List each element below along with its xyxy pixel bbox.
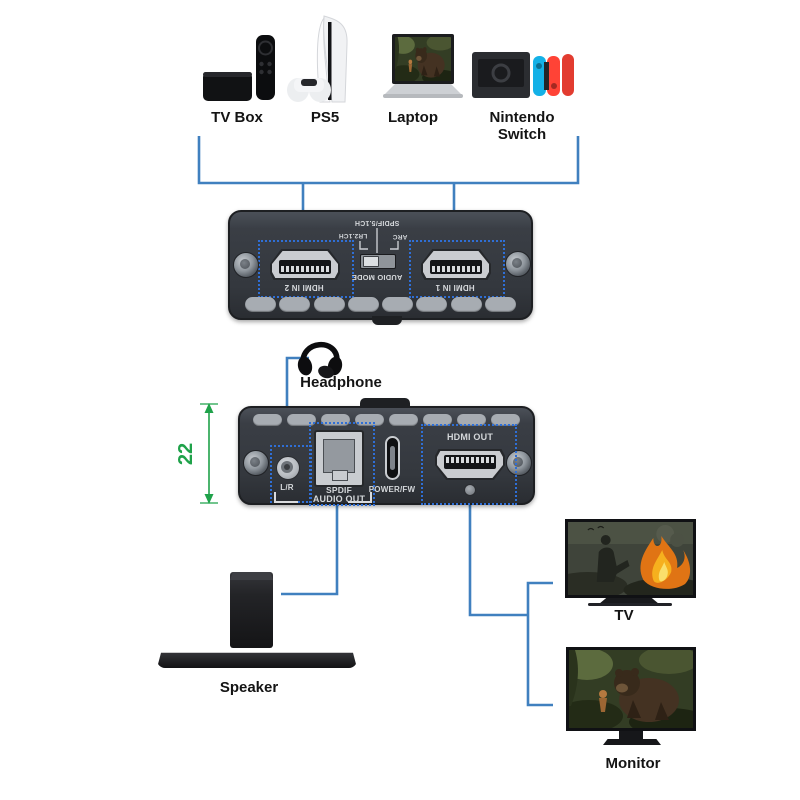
- hdmi-in-2-label: HDMI IN 2: [284, 283, 324, 292]
- spdif-zone: [309, 422, 375, 506]
- vent-slots: [245, 297, 516, 312]
- nintendo-switch-icon: [472, 52, 574, 98]
- tv: [547, 519, 712, 603]
- mode-pointer-lines: [359, 228, 399, 253]
- switch-knob: [363, 256, 379, 267]
- screw-left: [243, 450, 269, 476]
- monitor-label: Monitor: [605, 755, 661, 772]
- spdif-label: SPDIF: [325, 485, 353, 495]
- tv-screen-image: [547, 521, 712, 603]
- tv-box-icon: [203, 35, 275, 101]
- dualsense-controller: [287, 78, 331, 102]
- monitor: [555, 646, 709, 736]
- ps5-icon: [287, 15, 348, 103]
- audio-mode-switch: [360, 254, 396, 269]
- hdmi-out-zone: [421, 424, 517, 505]
- audio-out-bracket-right: [348, 492, 372, 503]
- audio-out-label: AUDIO OUT: [312, 494, 366, 504]
- subwoofer: [230, 572, 273, 648]
- lr-label: L/R: [280, 483, 294, 492]
- switch-front-panel: L/R SPDIF POWER/FW HDMI OUT AUDIO OUT: [238, 398, 535, 506]
- screw-left: [233, 252, 259, 278]
- spdif-port: [314, 430, 364, 487]
- dimension-value: 22: [174, 442, 197, 466]
- audio-out-bracket-left: [274, 492, 298, 503]
- source-label-laptop: Laptop: [388, 109, 438, 126]
- mode-option-spdif: SPDIF/5.1CH: [354, 219, 400, 226]
- case-tab-top: [360, 398, 410, 408]
- hdmi-in-2-port: [270, 249, 340, 280]
- source-label-tvbox: TV Box: [211, 109, 263, 126]
- headphone-icon: [297, 342, 343, 379]
- monitor-stand-base: [603, 739, 661, 745]
- speaker-label: Speaker: [219, 679, 279, 696]
- monitor-screen-image: [555, 646, 709, 736]
- hdmi-in-1-port: [421, 249, 491, 280]
- soundbar: [157, 652, 357, 668]
- source-label-ps5: PS5: [310, 109, 340, 126]
- power-fw-label: POWER/FW: [368, 485, 416, 494]
- usb-c-port: [385, 436, 400, 480]
- dimension-lines: [200, 403, 218, 504]
- source-label-switch: Nintendo Switch: [489, 109, 555, 144]
- tv-label: TV: [614, 607, 634, 624]
- headphone-label: Headphone: [300, 374, 382, 391]
- switch-rear-panel: SPDIF/5.1CH LR2.1CH ARC AUDIO MODE HDMI: [228, 210, 533, 325]
- tv-stand: [599, 598, 659, 604]
- screw-right: [505, 251, 531, 277]
- tv-stand-base: [588, 603, 672, 606]
- case-tab: [372, 316, 402, 325]
- hdmi-in-1-label: HDMI IN 1: [435, 283, 475, 292]
- hdmi-out-port: [435, 449, 505, 480]
- tiny-screw-icon: [464, 484, 476, 496]
- laptop-icon: [383, 34, 463, 98]
- screw-right: [506, 450, 532, 476]
- lr-audio-jack: [276, 456, 300, 480]
- monitor-stand-neck: [619, 731, 643, 739]
- hdmi-out-label: HDMI OUT: [446, 432, 494, 442]
